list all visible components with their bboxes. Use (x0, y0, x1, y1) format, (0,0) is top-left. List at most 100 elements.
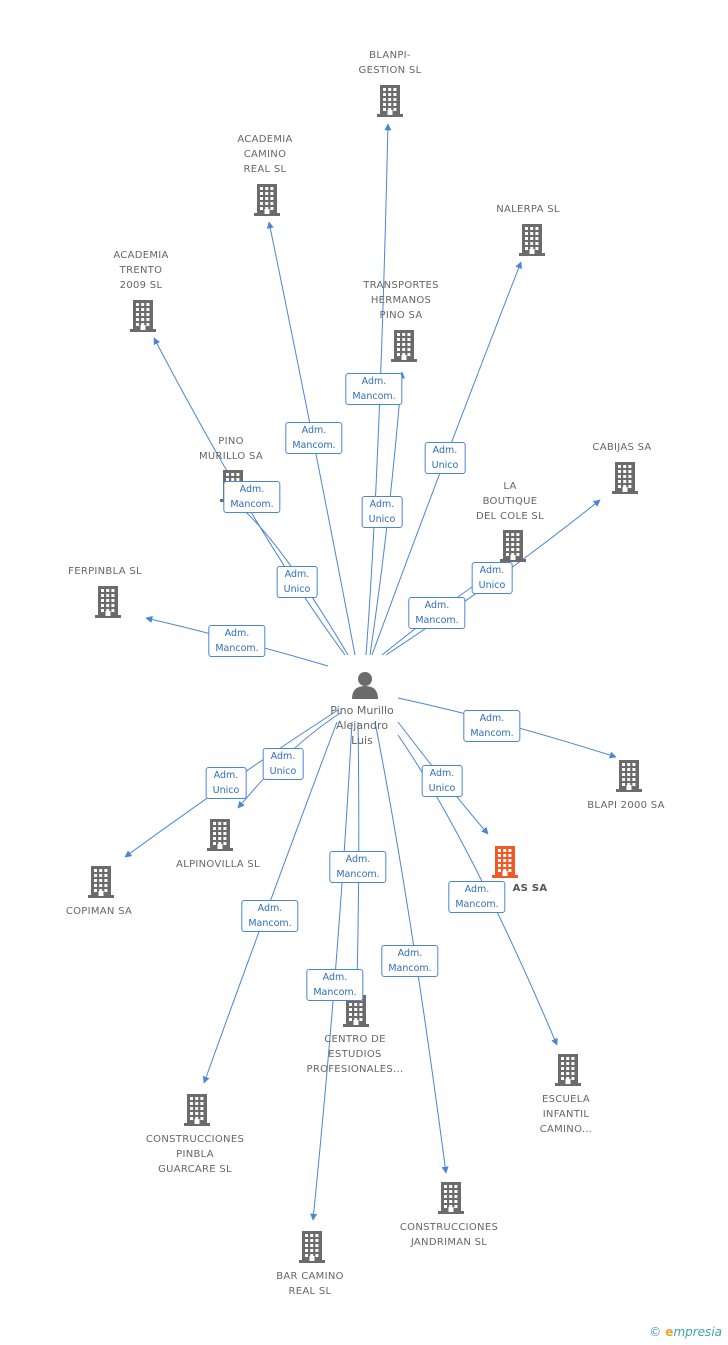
company-label-line: BOUTIQUE (482, 496, 538, 507)
edge-label-alpinovilla[interactable]: Adm.Unico (262, 748, 304, 780)
edge-escuela (397, 734, 558, 1046)
building-icon[interactable] (297, 1230, 327, 1264)
company-label-line: CABIJAS SA (592, 442, 652, 453)
company-label-line: INFANTIL (542, 1109, 590, 1120)
edge-label-ferpinbla[interactable]: Adm. Mancom. (208, 625, 266, 657)
building-icon[interactable] (252, 183, 282, 217)
company-label-blapi2000[interactable]: BLAPI 2000 SA (587, 798, 665, 813)
edge-label-line: Unico (431, 460, 459, 471)
company-label-line: PROFESIONALES... (306, 1064, 404, 1075)
building-icon[interactable] (517, 223, 547, 257)
edge-label-line: Mancom. (415, 615, 459, 626)
edge-label-line: Adm. (479, 565, 505, 576)
edge-label-centro[interactable]: Adm.Mancom. (329, 851, 387, 883)
edge-label-blanpi[interactable]: Adm.Unico (361, 496, 403, 528)
company-label-line: GESTION SL (358, 65, 422, 76)
company-label-cabijas[interactable]: CABIJAS SA (592, 440, 651, 455)
company-label-line: AS SA (512, 883, 548, 894)
edge-label-line: Adm. (224, 628, 250, 639)
building-icon[interactable] (86, 865, 116, 899)
company-label-line: GUARCARE SL (158, 1164, 232, 1175)
brand-footer[interactable]: ©empresia (649, 1325, 722, 1339)
company-label-line: DEL COLE SL (476, 511, 544, 522)
edge-label-line: Adm. (361, 376, 387, 387)
building-icon[interactable] (490, 845, 520, 879)
edge-label-nalerpa[interactable]: Adm.Unico (424, 442, 466, 474)
edge-label-line: Unico (428, 783, 456, 794)
edge-label-line: Adm. (424, 600, 450, 611)
company-label-line: BLANPI- (369, 50, 411, 61)
building-icon[interactable] (436, 1181, 466, 1215)
company-label-line: REAL SL (243, 164, 287, 175)
edge-label-line: Adm. (322, 972, 348, 983)
copyright-symbol: © (649, 1325, 662, 1339)
building-icon[interactable] (182, 1093, 212, 1127)
company-label-la-boutique[interactable]: LA BOUTIQUE DEL COLE SL (476, 479, 544, 524)
company-label-alpinovilla[interactable]: ALPINOVILLA SL (176, 857, 260, 872)
company-label-line: PINO SA (379, 310, 423, 321)
edge-label-line: Adm. (301, 425, 327, 436)
company-label-line: FERPINBLA SL (68, 566, 142, 577)
company-label-blanpi[interactable]: BLANPI- GESTION SL (359, 48, 422, 78)
building-icon[interactable] (553, 1053, 583, 1087)
edge-label-line: Mancom. (215, 643, 259, 654)
company-label-copiman[interactable]: COPIMAN SA (66, 904, 132, 919)
edge-label-transportes[interactable]: Adm.Mancom. (345, 373, 403, 405)
company-label-line: ALPINOVILLA SL (176, 859, 260, 870)
person-icon[interactable] (351, 670, 379, 700)
company-label-nalerpa[interactable]: NALERPA SL (496, 202, 560, 217)
edge-label-line: Adm. (213, 770, 239, 781)
edge-label-academia-trento[interactable]: Adm.Unico (276, 566, 318, 598)
company-label-line: ACADEMIA (237, 134, 293, 145)
building-icon[interactable] (614, 759, 644, 793)
company-label-as-sa[interactable]: AS SA (513, 881, 548, 896)
edge-label-line: Unico (212, 785, 240, 796)
company-label-line: LA (503, 481, 517, 492)
edge-label-bar-camino[interactable]: Adm. Mancom. (306, 969, 364, 1001)
building-icon[interactable] (205, 818, 235, 852)
company-label-line: PINO (218, 436, 244, 447)
company-label-ferpinbla[interactable]: FERPINBLA SL (68, 564, 142, 579)
edge-label-la-boutique[interactable]: Adm. Mancom. (408, 597, 466, 629)
edge-label-line: Adm. (284, 569, 310, 580)
edge-label-cabijas[interactable]: Adm.Unico (471, 562, 513, 594)
edge-label-blapi2000[interactable]: Adm.Mancom. (463, 710, 521, 742)
company-label-line: COPIMAN SA (65, 906, 133, 917)
building-icon[interactable] (375, 84, 405, 118)
company-label-line: TRANSPORTES (363, 280, 439, 291)
edge-label-escuela[interactable]: Adm.Mancom. (448, 881, 506, 913)
edge-label-line: Mancom. (388, 963, 432, 974)
person-name-line: Alejandro (335, 719, 389, 732)
building-icon[interactable] (93, 585, 123, 619)
edge-label-pino-murillo[interactable]: Adm.Mancom. (223, 481, 281, 513)
building-icon[interactable] (610, 461, 640, 495)
edge-label-copiman[interactable]: Adm. Unico (205, 767, 247, 799)
edge-label-line: Mancom. (455, 899, 499, 910)
edge-blanpi (365, 123, 392, 656)
edge-label-construcciones-pinbla[interactable]: Adm.Mancom. (241, 900, 299, 932)
building-icon[interactable] (498, 529, 528, 563)
company-label-line: REAL SL (288, 1286, 332, 1297)
edge-label-line: Adm. (429, 768, 455, 779)
company-label-line: CAMINO... (539, 1124, 593, 1135)
edge-label-line: Adm. (270, 751, 296, 762)
edge-label-line: Unico (368, 514, 396, 525)
edge-label-construcciones-jandriman[interactable]: Adm.Mancom. (381, 945, 439, 977)
building-icon[interactable] (128, 299, 158, 333)
edge-label-academia-camino[interactable]: Adm.Mancom. (285, 422, 343, 454)
edge-label-line: Mancom. (313, 987, 357, 998)
person-name-line: Pino Murillo (330, 704, 394, 717)
edge-label-as-sa[interactable]: Adm. Unico (421, 765, 463, 797)
building-icon[interactable] (389, 329, 419, 363)
